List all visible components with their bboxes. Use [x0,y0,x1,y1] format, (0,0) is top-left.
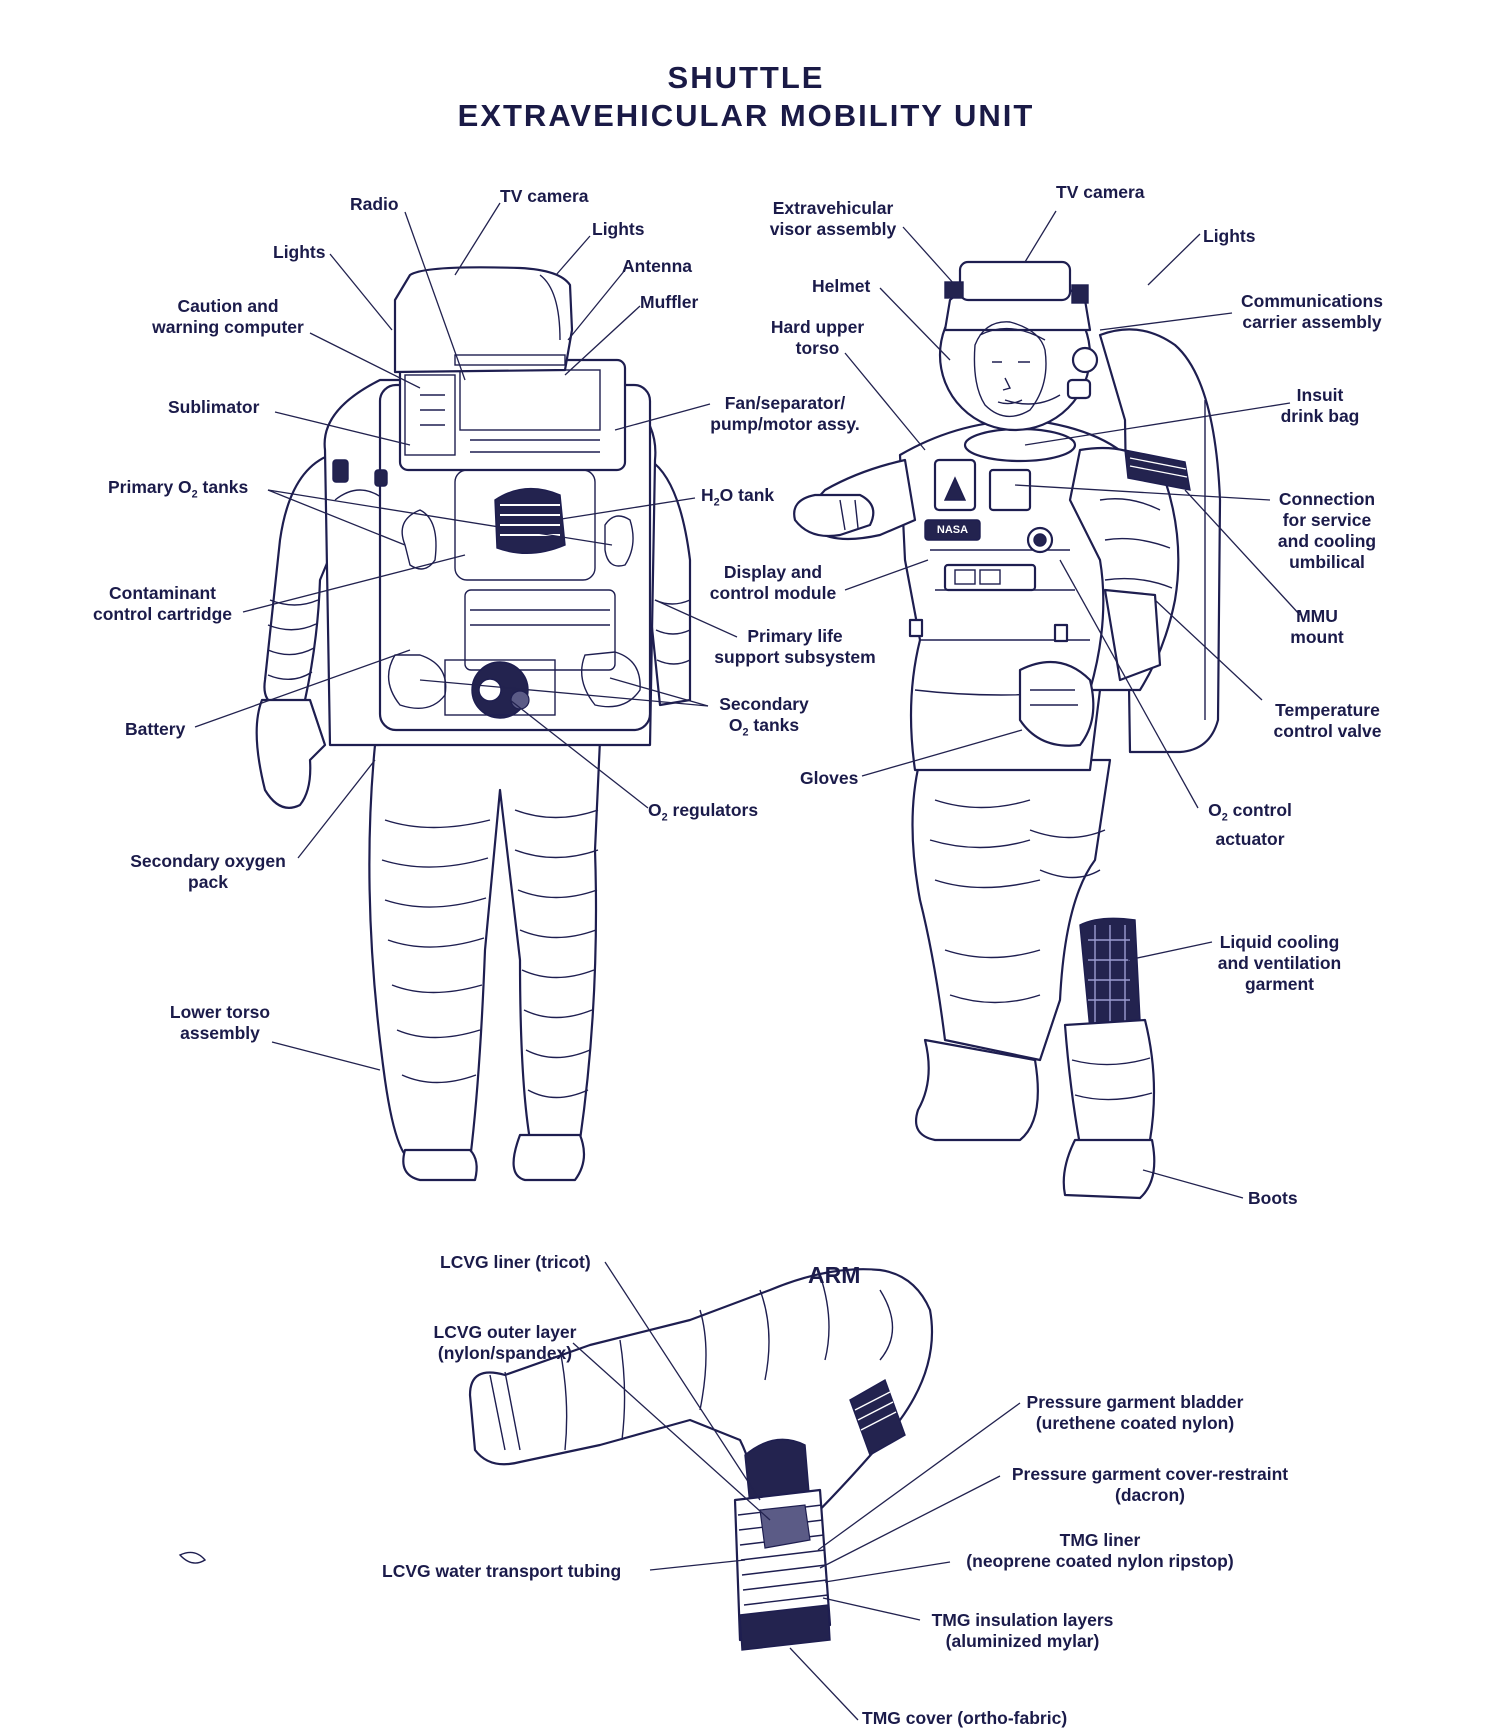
label-display-control-module: Display and control module [709,562,837,603]
label-lights-back-right: Lights [592,219,645,239]
title-line-2: EXTRAVEHICULAR MOBILITY UNIT [457,98,1035,133]
label-lower-torso-assembly: Lower torso assembly [169,1002,271,1043]
label-insuit-drink-bag: Insuit drink bag [1280,385,1360,426]
label-lcvg-water-tubing: LCVG water transport tubing [382,1561,622,1581]
label-o2-control-actuator: O2 control actuator [1208,800,1292,849]
label-primary-life-support: Primary life support subsystem [714,626,876,667]
label-secondary-o2-tanks: Secondary O2 tanks [719,694,809,739]
arm-section-title: ARM [808,1262,861,1288]
front-view-suit [793,260,1222,1200]
label-pressure-garment-bladder: Pressure garment bladder (urethene coate… [1026,1392,1244,1433]
label-connection-umbilical: Connection for service and cooling umbil… [1277,489,1377,572]
label-radio: Radio [350,194,399,214]
label-lights-back-left: Lights [273,242,326,262]
label-pressure-garment-cover: Pressure garment cover-restraint (dacron… [1011,1464,1289,1505]
label-tv-camera-back: TV camera [500,186,589,206]
label-h2o-tank: H2O tank [701,485,775,509]
label-contaminant-control-cartridge: Contaminant control cartridge [92,583,233,624]
label-temperature-control-valve: Temperature control valve [1273,700,1382,741]
label-gloves: Gloves [800,768,859,788]
label-tmg-insulation-layers: TMG insulation layers (aluminized mylar) [931,1610,1114,1651]
label-secondary-oxygen-pack: Secondary oxygen pack [130,851,286,892]
label-mmu-mount: MMU mount [1290,606,1344,647]
leader-lines [194,202,1301,1721]
label-helmet: Helmet [812,276,871,296]
label-lcvg-liner: LCVG liner (tricot) [440,1252,591,1272]
label-muffler: Muffler [640,292,699,312]
label-tmg-liner: TMG liner (neoprene coated nylon ripstop… [966,1530,1234,1571]
nasa-patch: NASA [936,524,969,536]
label-tmg-cover: TMG cover (ortho-fabric) [862,1708,1068,1728]
label-lights-front: Lights [1203,226,1256,246]
label-communications-carrier: Communications carrier assembly [1241,291,1383,332]
label-sublimator: Sublimator [168,397,260,417]
label-battery: Battery [125,719,186,739]
label-primary-o2-tanks: Primary O2 tanks [108,477,249,501]
label-hard-upper-torso: Hard upper torso [770,317,865,358]
label-antenna: Antenna [622,256,692,276]
title-line-1: SHUTTLE [667,60,825,95]
back-view-suit [255,266,692,1182]
label-boots: Boots [1248,1188,1298,1208]
label-fan-separator: Fan/separator/ pump/motor assy. [710,393,860,434]
label-tv-camera-front: TV camera [1056,182,1145,202]
label-liquid-cooling-garment: Liquid cooling and ventilation garment [1217,932,1342,994]
arm-cutaway [178,1268,934,1651]
label-extravehicular-visor: Extravehicular visor assembly [769,198,897,239]
label-lcvg-outer-layer: LCVG outer layer (nylon/spandex) [433,1322,577,1363]
label-o2-regulators: O2 regulators [648,800,759,824]
label-caution-warning-computer: Caution and warning computer [152,296,304,337]
